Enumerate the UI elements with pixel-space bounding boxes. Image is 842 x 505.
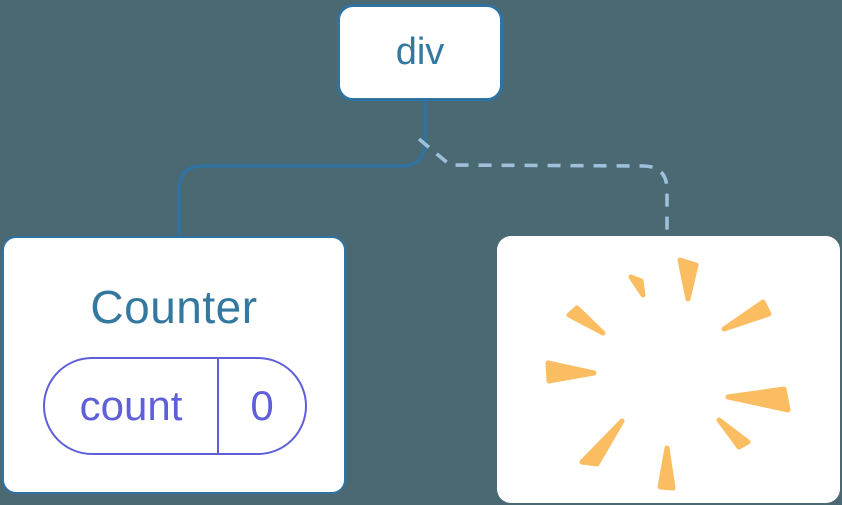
poof-explosion-icon — [545, 257, 791, 491]
removed-component-card — [497, 236, 840, 503]
poof-ray — [566, 305, 606, 336]
state-pill: count 0 — [43, 357, 307, 455]
poof-ray — [657, 445, 676, 491]
poof-ray — [579, 418, 625, 467]
dom-node-label: div — [395, 31, 445, 73]
tree-connector-dashed — [417, 137, 669, 236]
state-value: 0 — [250, 382, 274, 429]
state-key: count — [45, 359, 219, 453]
poof-ray — [716, 417, 751, 450]
component-title: Counter — [90, 281, 258, 333]
counter-component-card: Counter count 0 — [2, 236, 346, 494]
dom-node-div: div — [337, 4, 503, 101]
poof-ray — [721, 299, 772, 332]
poof-ray — [628, 274, 646, 298]
poof-ray — [725, 386, 791, 413]
poof-ray — [545, 360, 597, 384]
tree-connector-solid — [177, 100, 427, 236]
poof-ray — [677, 257, 699, 302]
